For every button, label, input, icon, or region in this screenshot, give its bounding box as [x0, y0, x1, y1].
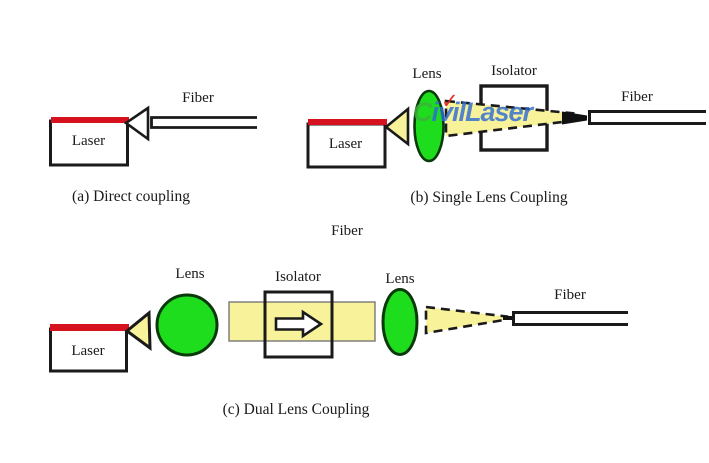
laser-emitting-stripe-c: [50, 324, 129, 331]
lens-ellipse-b: [413, 89, 445, 163]
fiber-line-a: [150, 116, 257, 129]
laser-emitting-stripe-b: [308, 119, 387, 125]
panel-b-single-lens-coupling: [306, 84, 706, 169]
lens-label-b: Lens: [412, 66, 442, 82]
caption-b: (b) Single Lens Coupling: [410, 189, 568, 206]
laser-output-cone-b: [383, 106, 410, 147]
focused-beam-tip-b: [562, 111, 587, 125]
fiber-label-a: Fiber: [182, 90, 214, 106]
fiber-tip-cone-a: [123, 105, 150, 142]
watermark-check-icon: ✓: [441, 89, 459, 113]
lens-circle-c: [155, 293, 219, 357]
civillaser-watermark: CivilLaser: [413, 97, 573, 128]
fiber-label-c: Fiber: [554, 287, 586, 303]
laser-emitting-stripe-a: [51, 117, 129, 123]
laser-label-a: Laser: [71, 133, 106, 149]
laser-label-b: Laser: [328, 136, 363, 152]
fiber-line-c: [512, 311, 628, 326]
panel-a-direct-coupling: [49, 105, 257, 167]
lens1-label-c: Lens: [175, 266, 205, 282]
laser-label-c: Laser: [71, 343, 105, 359]
caption-c: (c) Dual Lens Coupling: [222, 401, 370, 418]
watermark-rest: ivilLaser: [431, 97, 534, 127]
watermark-prefix: C: [413, 97, 432, 127]
caption-a: (a) Direct coupling: [72, 188, 190, 205]
lens-ellipse-c: [381, 288, 419, 356]
fiber-top-label-c: Fiber: [331, 223, 363, 239]
propagation-arrow-icon: [274, 309, 324, 339]
isolator-label-b: Isolator: [491, 63, 537, 79]
isolator-label-c: Isolator: [275, 269, 321, 285]
fiber-label-b: Fiber: [621, 89, 653, 105]
laser-box-b: [306, 122, 387, 169]
panel-c-dual-lens-coupling: [49, 288, 628, 373]
laser-output-cone-c: [124, 309, 152, 352]
laser-box-a: [49, 119, 129, 167]
converging-beam-c: [424, 305, 509, 335]
lens2-label-c: Lens: [385, 271, 415, 287]
fiber-line-b: [588, 110, 706, 125]
isolator-box-c: [263, 290, 334, 359]
